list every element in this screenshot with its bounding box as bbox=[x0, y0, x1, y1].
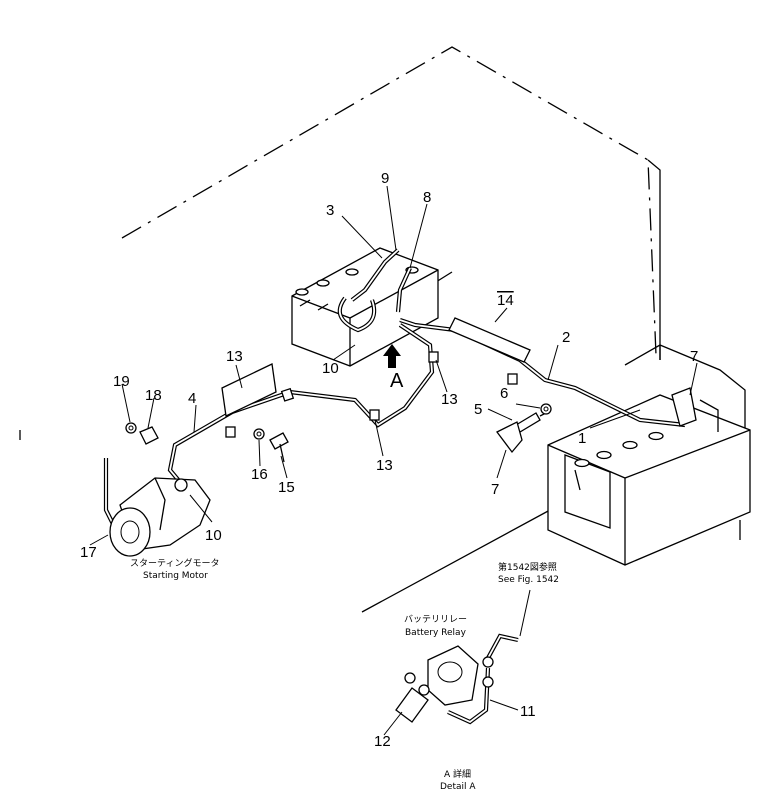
callout-18: 18 bbox=[145, 387, 162, 404]
callout-5: 5 bbox=[474, 401, 482, 418]
callout-11: 11 bbox=[520, 703, 536, 720]
view-letter-a: A bbox=[390, 370, 404, 392]
callout-3: 3 bbox=[326, 202, 334, 219]
starting-motor bbox=[109, 477, 211, 557]
rear-battery bbox=[291, 247, 439, 367]
detail-a-label-jp: A 詳細 bbox=[444, 768, 471, 780]
leader-lines bbox=[89, 185, 698, 736]
machine-frame-outline bbox=[19, 46, 741, 613]
callout-19: 19 bbox=[113, 373, 130, 390]
terminal-cover-7-upper bbox=[671, 387, 697, 427]
callout-4: 4 bbox=[188, 390, 196, 407]
callout-10-lower: 10 bbox=[205, 527, 222, 544]
callout-17: 17 bbox=[80, 544, 97, 561]
terminal-cover-7-lower bbox=[496, 421, 523, 454]
clamps bbox=[225, 351, 518, 438]
captions: スターティングモータ Starting Motor 第1542図参照 See F… bbox=[130, 557, 559, 791]
starting-motor-label-en: Starting Motor bbox=[143, 571, 208, 581]
callout-13-left: 13 bbox=[226, 348, 243, 365]
callout-2: 2 bbox=[562, 329, 570, 346]
starting-motor-label-jp: スターティングモータ bbox=[130, 557, 219, 569]
cable-guard-13-left bbox=[221, 363, 277, 417]
battery-relay-label-jp: バッテリリレー bbox=[404, 614, 467, 625]
detail-a-label-en: Detail A bbox=[440, 782, 476, 791]
bolt-5 bbox=[515, 411, 549, 433]
see-fig-label-en: See Fig. 1542 bbox=[498, 575, 559, 585]
washer-19 bbox=[125, 422, 137, 434]
callout-16: 16 bbox=[251, 466, 268, 483]
see-fig-label-jp: 第1542図参照 bbox=[498, 561, 557, 573]
cable-tube-14 bbox=[448, 317, 531, 363]
callout-1: 1 bbox=[578, 430, 586, 447]
callout-14: 14 bbox=[497, 292, 514, 309]
callout-9: 9 bbox=[381, 170, 389, 187]
washer-16 bbox=[253, 428, 265, 440]
detail-a-battery-relay bbox=[395, 633, 519, 725]
bolt-18 bbox=[139, 426, 159, 445]
callout-8: 8 bbox=[423, 189, 431, 206]
callout-6: 6 bbox=[500, 385, 508, 402]
bolt-15 bbox=[269, 432, 289, 463]
callout-13-right: 13 bbox=[441, 391, 458, 408]
callout-7-upper: 7 bbox=[690, 348, 698, 365]
callout-7-lower: 7 bbox=[491, 481, 499, 498]
battery-relay-label-en: Battery Relay bbox=[405, 628, 467, 638]
washer-6 bbox=[540, 403, 552, 415]
callout-numbers: 1 2 3 4 5 6 7 7 8 9 10 10 11 12 13 13 13… bbox=[80, 170, 698, 750]
front-battery bbox=[547, 344, 751, 566]
callout-13-bottom: 13 bbox=[376, 457, 393, 474]
callout-12: 12 bbox=[374, 733, 391, 750]
callout-15: 15 bbox=[278, 479, 295, 496]
callout-10-upper: 10 bbox=[322, 360, 339, 377]
view-arrow-a bbox=[383, 344, 401, 368]
